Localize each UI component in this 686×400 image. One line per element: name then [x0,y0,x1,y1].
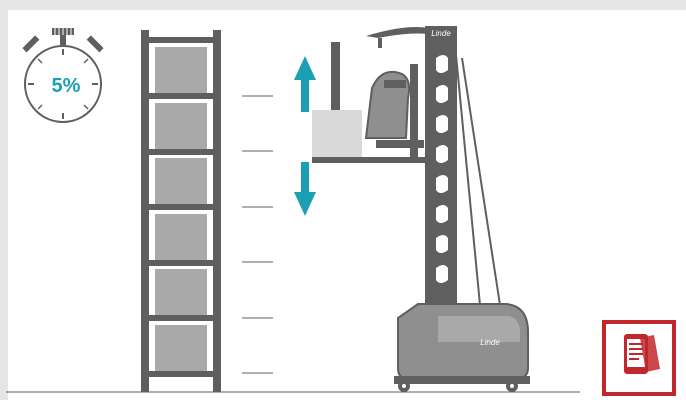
rack-box-2 [155,103,207,149]
mast-brand-label: Linde [431,29,451,38]
arrow-down-icon [294,162,316,216]
level-guide-lines [242,95,273,374]
forklift-load [312,110,362,157]
illustration-panel [8,10,686,400]
storage-rack [141,30,221,392]
rack-box-5 [155,269,207,315]
stopwatch-icon: 5% [22,28,104,123]
rack-box-1 [155,47,207,93]
timer-percent-label: 5% [52,75,81,97]
body-brand-label: Linde [480,338,500,347]
rack-box-4 [155,214,207,260]
document-button[interactable] [602,320,676,396]
rack-box-3 [155,158,207,204]
tablet-document-icon [624,334,660,374]
arrow-up-icon [294,56,316,112]
rack-box-6 [155,325,207,371]
forklift-truck: Linde [312,26,530,392]
